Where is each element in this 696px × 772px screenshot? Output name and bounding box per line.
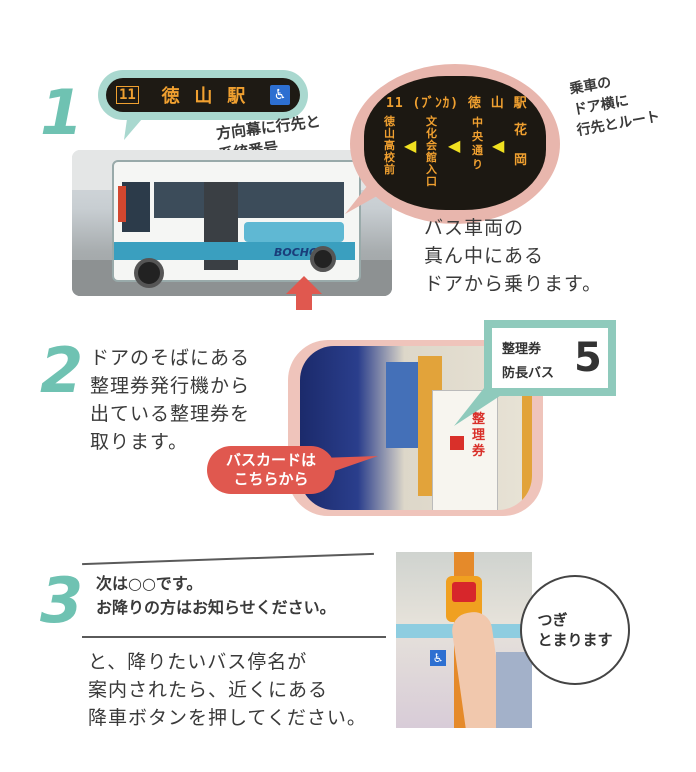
- stop-button-photo: ♿: [396, 552, 532, 728]
- route-arrow-icon: ◀: [492, 136, 505, 155]
- bus-card-bubble: バスカードは こちらから: [207, 446, 335, 494]
- bus: BOCHO: [112, 160, 361, 282]
- route-stop-2: 文化会館入口: [426, 115, 437, 188]
- wheelchair-icon: ♿: [269, 85, 290, 105]
- front-wheel: [134, 258, 164, 288]
- ticket-company: 防長バス: [502, 366, 555, 381]
- route-stop-4: 花岡: [514, 123, 528, 168]
- route-display: 11 (ﾌﾞﾝｶ) 徳 山 駅 徳山高校前 文化会館入口 中央通り 花岡 ◀ ◀…: [364, 76, 546, 210]
- machine-label: 整理券: [472, 412, 486, 459]
- route-number: 11: [116, 86, 139, 104]
- door-caption: 乗車の ドア横に 行先とルート: [568, 74, 662, 140]
- ticket-label: 整理券: [502, 342, 542, 357]
- route-stop-3: 中央通り: [472, 116, 483, 171]
- destination-text: 徳 山 駅: [161, 86, 248, 107]
- wheelchair-icon: ♿: [430, 650, 446, 666]
- route-arrow-icon: ◀: [448, 136, 461, 155]
- door-arrow-icon: [286, 276, 322, 310]
- ticket-number: 5: [574, 335, 602, 381]
- destination-sign: 11 徳 山 駅 ♿: [106, 78, 300, 112]
- step-2-number: 2: [40, 334, 84, 407]
- route-stop-1: 徳山高校前: [384, 115, 395, 176]
- route-arrow-icon: ◀: [404, 136, 417, 155]
- step-3-number: 3: [40, 564, 84, 637]
- step-1-text: バス車両の 真ん中にある ドアから乗ります。: [424, 217, 603, 295]
- ticket-callout-tail: [454, 388, 512, 426]
- step-3-text: と、降りたいバス停名が 案内されたら、近くにある 降車ボタンを押してください。: [88, 651, 367, 729]
- bottom-rule: [82, 636, 386, 638]
- bus-logo: BOCHO: [274, 246, 319, 259]
- step-1-number: 1: [40, 76, 84, 149]
- next-stop-bubble: つぎ とまります: [520, 575, 630, 685]
- ticket-callout: 整理券 防長バス 5: [492, 328, 608, 388]
- sign-bubble-tail: [124, 112, 148, 140]
- top-rule: [82, 552, 374, 566]
- announcement-text: 次は○○です。 お降りの方はお知らせください。: [96, 574, 336, 617]
- route-display-top: 11 (ﾌﾞﾝｶ) 徳 山 駅: [386, 96, 528, 111]
- bus-photo: BOCHO: [72, 150, 392, 296]
- step-2-text: ドアのそばにある 整理券発行機から 出ている整理券を 取ります。: [90, 347, 251, 453]
- rear-wheel: [310, 246, 336, 272]
